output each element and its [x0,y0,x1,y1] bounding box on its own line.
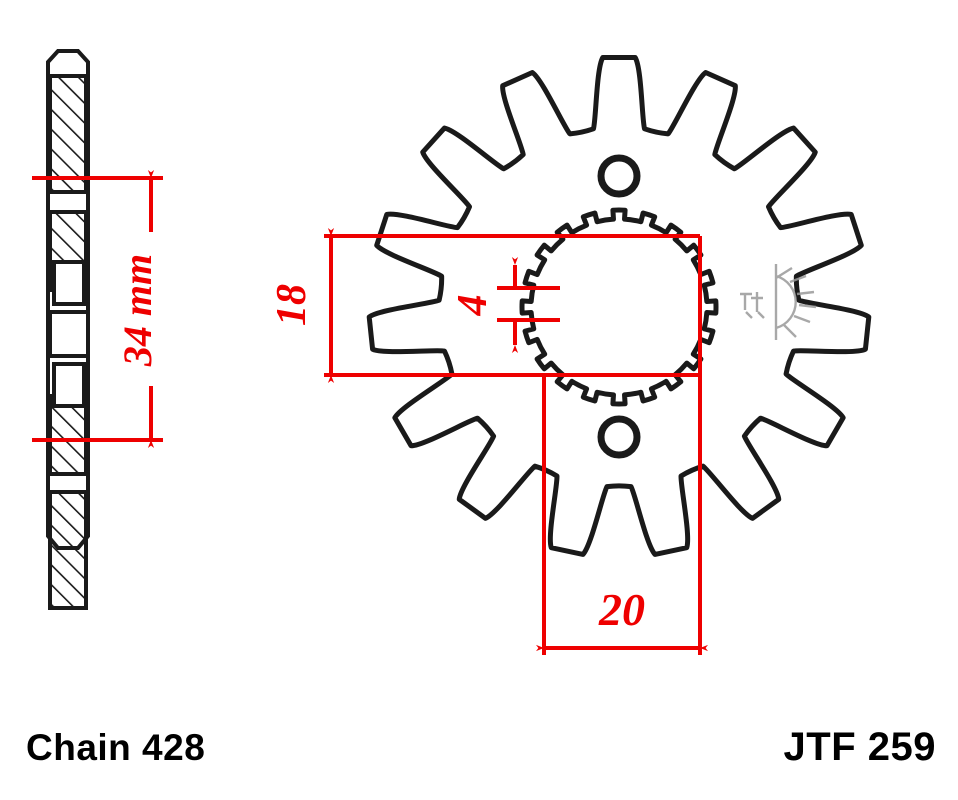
thickness-dimension: 34 mm [32,170,163,448]
bore-height-dimension: 18 [269,228,700,383]
thickness-dimension-text: 34 mm [115,254,160,367]
part-number-label: JTF 259 [783,725,936,769]
chain-label: Chain 428 [26,727,206,768]
side-view-web-lines [50,74,86,610]
side-view-tooth-gaps [48,260,90,408]
bore-height-dimension-text: 18 [269,284,315,326]
spline-depth-dimension: 4 [450,257,560,353]
side-section-view: 34 mm [32,49,163,610]
jt-sprockets-watermark [740,264,817,340]
bolt-hole-bottom [597,415,641,459]
bolt-hole-top [597,154,641,198]
bore-width-dimension-text: 20 [598,584,645,635]
front-view: 18 4 20 [269,55,872,655]
spline-depth-dimension-text: 4 [450,295,496,317]
bore-width-dimension: 20 [536,236,708,655]
